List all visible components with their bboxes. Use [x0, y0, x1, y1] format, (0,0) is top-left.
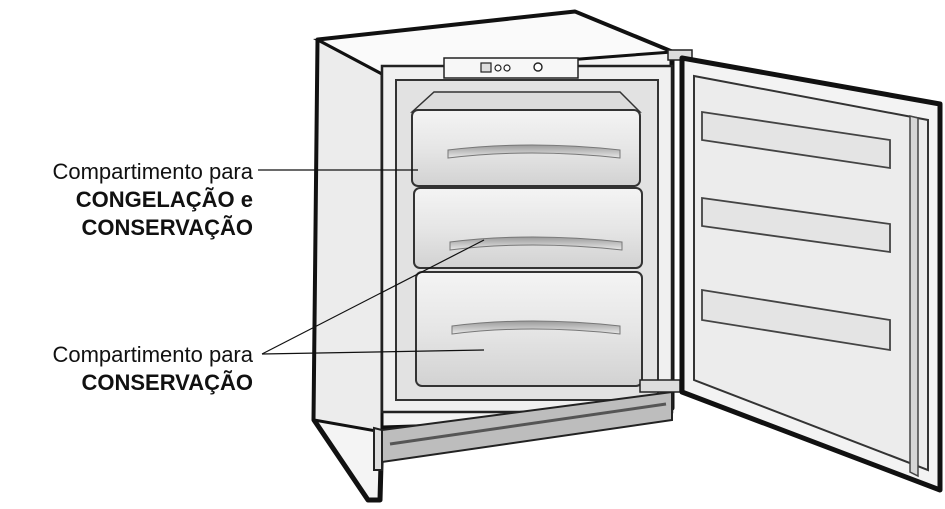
door-shelf-1	[701, 110, 891, 170]
drawer-middle	[413, 187, 643, 269]
bottom-hinge	[639, 379, 681, 393]
control-panel	[443, 57, 579, 79]
indicator-light-1-icon	[494, 64, 502, 72]
drawer-top	[410, 91, 642, 187]
cabinet-left-side	[312, 37, 384, 434]
drawer-middle-handle	[449, 236, 623, 251]
conserve-compartment-label: Compartimento para CONSERVAÇÃO	[52, 341, 253, 397]
door-shelf-3	[701, 288, 891, 352]
thermostat-knob-icon	[533, 62, 543, 72]
drawer-bottom-handle	[451, 320, 621, 335]
freeze-label-line2: CONSERVAÇÃO	[81, 215, 253, 240]
conserve-label-prefix: Compartimento para	[52, 342, 253, 367]
freeze-label-line1: CONGELAÇÃO e	[75, 187, 253, 212]
freeze-compartment-label: Compartimento para CONGELAÇÃO e CONSERVA…	[52, 158, 253, 242]
conserve-label-line1: CONSERVAÇÃO	[81, 370, 253, 395]
open-door	[679, 55, 943, 493]
leader-line-conserve-1	[261, 239, 485, 355]
leader-line-conserve-2	[261, 349, 485, 355]
drawer-bottom	[415, 271, 643, 387]
thermostat-switch-icon	[480, 62, 492, 73]
door-shelf-2	[701, 196, 891, 254]
freeze-label-prefix: Compartimento para	[52, 159, 253, 184]
indicator-light-2-icon	[503, 64, 511, 72]
drawer-top-handle	[447, 144, 621, 159]
